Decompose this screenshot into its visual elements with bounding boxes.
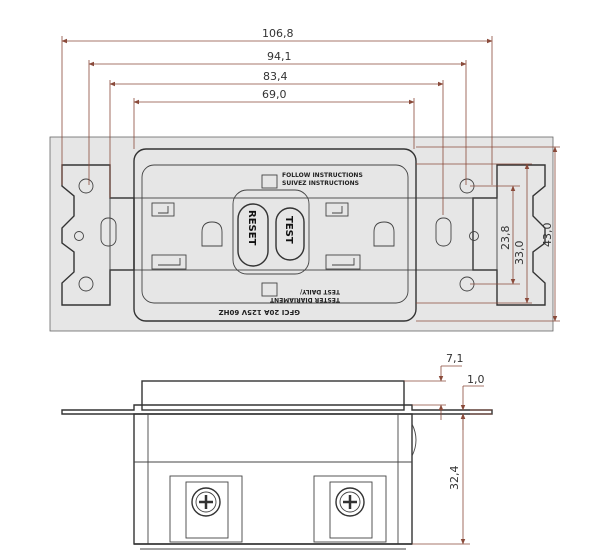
outlet-right-top-slot <box>325 202 349 217</box>
yoke-strap <box>109 197 498 271</box>
screw-head-ring <box>339 491 361 513</box>
test-daily-label-1: TEST DAILY/ <box>299 288 340 295</box>
slot-detail <box>158 206 169 214</box>
reset-label: RESET <box>246 210 257 246</box>
terminal-left-clamp <box>185 481 229 539</box>
dim-height-holes: 23,8 <box>499 226 512 251</box>
reset-button[interactable] <box>237 203 269 267</box>
dim-width-overall: 106,8 <box>262 27 294 40</box>
dim-width-ears: 94,1 <box>267 50 292 63</box>
rating-label: GFCI 20A 125V 60HZ <box>219 308 300 316</box>
side-body <box>133 413 413 545</box>
test-button[interactable] <box>275 207 305 261</box>
terminal-right-housing <box>313 475 387 543</box>
terminal-left-housing <box>169 475 243 543</box>
outlet-right-ground-hole <box>373 221 395 247</box>
follow-instructions-label-2: SUIVEZ INSTRUCTIONS <box>282 180 359 187</box>
dim-front-depth: 7,1 <box>446 352 464 365</box>
terminal-right-clamp <box>329 481 373 539</box>
screw-cross-icon <box>199 495 213 509</box>
right-yoke-slot <box>435 217 452 247</box>
dim-height-face: 33,0 <box>513 241 526 266</box>
left-ear-bottom-hole <box>78 276 94 292</box>
receptacle-face-inner <box>141 164 409 304</box>
dim-height-overall: 43,0 <box>541 223 554 248</box>
outlet-right-bottom-slot <box>325 254 361 270</box>
side-front-cover <box>141 380 405 411</box>
follow-instructions-label-1: FOLLOW INSTRUCTIONS <box>282 172 363 179</box>
screw-head-ring <box>195 491 217 513</box>
terminal-left-screw <box>191 487 221 517</box>
front-dimensions: 106,8 94,1 83,4 69,0 23,8 33,0 43,0 <box>61 27 560 322</box>
left-ear-center-hole <box>74 231 84 241</box>
side-dimensions: 7,1 1,0 32,4 <box>404 352 492 545</box>
dim-width-yoke: 83,4 <box>263 70 288 83</box>
dim-yoke-thickness: 1,0 <box>467 373 485 386</box>
slot-detail <box>332 258 355 266</box>
test-label: TEST <box>283 216 294 244</box>
outlet-left-ground-hole <box>201 221 223 247</box>
test-daily-label-2: TESTER DIARIAMENT <box>269 296 340 303</box>
indicator-light-top <box>261 174 278 189</box>
side-body-seam <box>411 423 417 457</box>
slot-detail <box>158 258 181 266</box>
dim-body-depth: 32,4 <box>448 466 461 491</box>
right-ear-center-hole <box>469 231 479 241</box>
outlet-left-top-slot <box>151 202 175 217</box>
left-ear-top-hole <box>78 178 94 194</box>
dim-width-face: 69,0 <box>262 88 287 101</box>
button-well <box>232 189 310 275</box>
indicator-light-bottom <box>261 282 278 297</box>
front-view: RESET TEST FOLLOW INSTRUCTIONS SUIVEZ IN… <box>49 136 554 332</box>
screw-cross-icon <box>343 495 357 509</box>
terminal-right-screw <box>335 487 365 517</box>
side-view <box>61 380 493 550</box>
receptacle-face-outer <box>133 148 417 322</box>
slot-detail <box>332 206 343 214</box>
outlet-left-bottom-slot <box>151 254 187 270</box>
left-yoke-slot <box>100 217 117 247</box>
